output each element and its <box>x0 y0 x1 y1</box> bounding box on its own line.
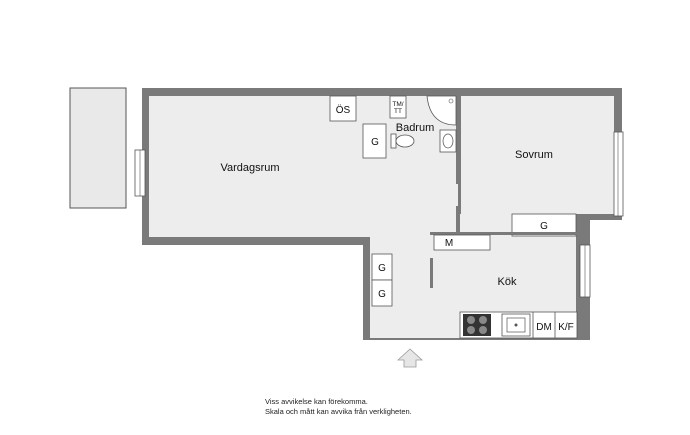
fixture-label-dm: DM <box>536 322 552 333</box>
bedroom-floor <box>461 96 614 214</box>
entrance-arrow-icon <box>396 348 424 368</box>
hall-wardrobe-2 <box>371 279 393 307</box>
fixture-label-kf: K/F <box>558 322 574 333</box>
bedroom-wardrobe <box>511 213 577 237</box>
overhead-cabinet <box>329 95 357 122</box>
shower-icon <box>426 95 457 126</box>
bedroom-bath-wall <box>456 96 460 184</box>
kitchen-top-wall <box>430 232 578 235</box>
disclaimer-line-2: Skala och mått kan avvika från verklighe… <box>265 407 412 416</box>
fixture-label-g-hallway: G <box>371 137 379 148</box>
fixture-label-m: M <box>445 238 453 249</box>
sink-icon <box>501 313 531 337</box>
fixture-label-g-hall-1: G <box>378 263 386 274</box>
washer-dryer <box>389 95 407 119</box>
kitchen-left-wall <box>430 258 433 288</box>
toilet-icon <box>390 133 415 149</box>
fixture-label-tm: TM/ <box>392 101 403 108</box>
hall-wall <box>456 206 460 236</box>
stove-icon <box>463 314 491 336</box>
fixture-label-tt: TT <box>394 108 402 115</box>
floor-plan: Vardagsrum Badrum Sovrum Kök ÖS TM/ TT G… <box>69 87 624 368</box>
room-label-vardagsrum: Vardagsrum <box>220 162 279 174</box>
room-label-badrum: Badrum <box>396 122 435 134</box>
bedroom-window <box>613 131 624 217</box>
room-label-kok: Kök <box>498 276 517 288</box>
fixture-label-os: ÖS <box>336 104 351 116</box>
disclaimer-line-1: Viss avvikelse kan förekomma. <box>265 397 368 406</box>
disclaimer: Viss avvikelse kan förekomma. Skala och … <box>265 397 412 417</box>
fixture-label-g-bedroom: G <box>540 221 548 232</box>
hallway-wardrobe <box>362 123 387 159</box>
microwave <box>433 234 491 251</box>
bedroom-passage-floor <box>458 214 512 234</box>
washbasin-icon <box>439 129 457 153</box>
fixture-label-g-hall-2: G <box>378 289 386 300</box>
room-label-sovrum: Sovrum <box>515 149 553 161</box>
balcony <box>69 87 127 209</box>
